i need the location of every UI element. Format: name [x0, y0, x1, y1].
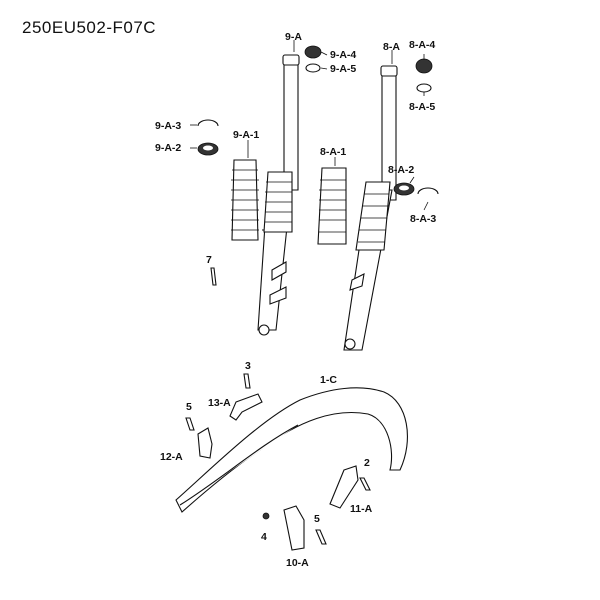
- label-8-A-2: 8-A-2: [388, 164, 414, 176]
- bolt-2: [359, 477, 371, 491]
- label-11-A: 11-A: [350, 503, 373, 515]
- label-5-upper: 5: [186, 401, 192, 413]
- nut-4: [262, 512, 270, 520]
- label-8-A-3: 8-A-3: [410, 213, 436, 225]
- label-7: 7: [206, 254, 212, 266]
- o-ring-9a5: [305, 63, 321, 73]
- o-ring-8a5: [416, 83, 432, 93]
- front-fender: [175, 387, 408, 513]
- leader-lines: [190, 40, 429, 211]
- label-8-A-5: 8-A-5: [409, 101, 435, 113]
- cap-bolt-8a4: [415, 58, 433, 74]
- label-4: 4: [261, 531, 267, 543]
- label-8-A-4: 8-A-4: [409, 39, 435, 51]
- bracket-10a: [283, 505, 305, 551]
- label-8-A-1: 8-A-1: [320, 146, 346, 158]
- oil-seal-9a2: [197, 142, 219, 156]
- label-9-A-4: 9-A-4: [330, 49, 356, 61]
- bracket-11a: [329, 465, 359, 509]
- label-12-A: 12-A: [160, 451, 183, 463]
- label-13-A: 13-A: [208, 397, 231, 409]
- bracket-13a: [229, 393, 263, 421]
- label-9-A: 9-A: [285, 31, 302, 43]
- label-9-A-5: 9-A-5: [330, 63, 356, 75]
- cap-bolt-9a4: [304, 45, 322, 59]
- circlip-9a3: [197, 119, 219, 127]
- label-9-A-3: 9-A-3: [155, 120, 181, 132]
- diagram-code: 250EU502-F07C: [22, 18, 157, 37]
- label-2: 2: [364, 457, 370, 469]
- bolt-7: [210, 267, 217, 286]
- label-5-lower: 5: [314, 513, 320, 525]
- label-9-A-1: 9-A-1: [233, 129, 259, 141]
- bracket-12a: [197, 427, 213, 459]
- label-1-C: 1-C: [320, 374, 337, 386]
- label-9-A-2: 9-A-2: [155, 142, 181, 154]
- circlip-8a3: [417, 187, 439, 195]
- label-3: 3: [245, 360, 251, 372]
- fork-boot-right-upper: [355, 181, 391, 251]
- bolt-5-lower: [315, 529, 327, 545]
- oil-seal-8a2: [393, 182, 415, 196]
- label-8-A: 8-A: [383, 41, 400, 53]
- bolt-5-upper: [185, 417, 195, 431]
- fork-boot-left-upper: [263, 171, 293, 233]
- label-10-A: 10-A: [286, 557, 309, 569]
- dust-boot-9a1: [231, 159, 259, 241]
- dust-boot-8a1: [317, 167, 347, 245]
- bolt-3: [243, 373, 251, 389]
